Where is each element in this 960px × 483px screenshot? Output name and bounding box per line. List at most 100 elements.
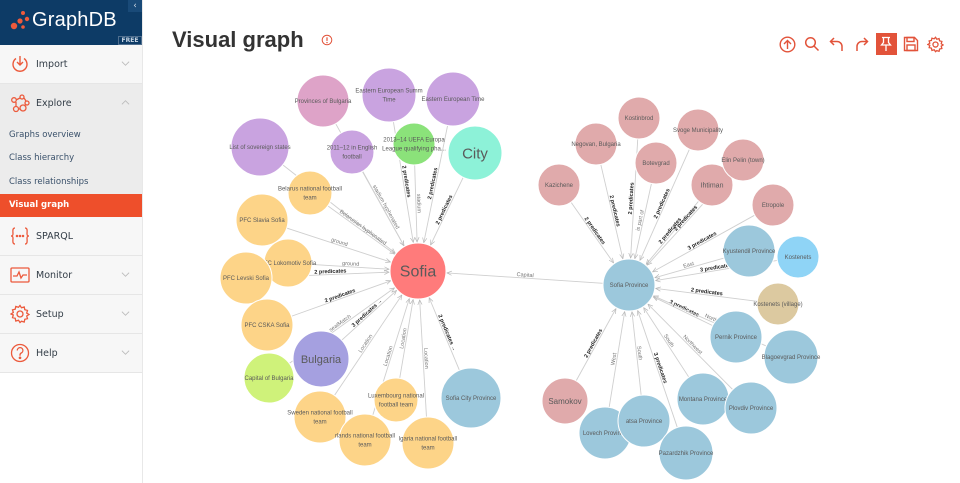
graph-node-blagoevgrad[interactable]: Blagoevgrad Province (762, 329, 821, 385)
graph-node-provinces-bg[interactable]: Provinces of Bulgaria (295, 74, 352, 128)
edge-label: 2 predicates (653, 188, 672, 220)
graph-edge[interactable]: South (632, 312, 643, 396)
graph-node-sofia-city-prov[interactable]: Sofia City Province (440, 367, 502, 429)
graph-node-kostenets-village[interactable]: Kostenets (village) (753, 282, 803, 326)
sidebar-item-monitor[interactable]: Monitor (0, 256, 142, 295)
graph-edge[interactable]: Location (420, 300, 429, 418)
graph-edge[interactable]: Location (399, 300, 413, 379)
graph-node-kyustendil[interactable]: Kyustendil Province (722, 224, 776, 278)
graph-node-kazichene[interactable]: Kazichene (537, 163, 581, 207)
graph-edge[interactable]: ground (311, 261, 389, 269)
graph-node-kostenets[interactable]: Kostenets (776, 235, 820, 279)
graph-edge[interactable]: ground (286, 227, 391, 262)
graph-edge[interactable]: 2 predicates (570, 201, 613, 263)
import-icon (10, 54, 30, 74)
graph-node-pernik[interactable]: Pernik Province (709, 310, 763, 364)
edge-label: 2 predicates (583, 328, 604, 359)
sidebar-subitem-graphs-overview[interactable]: Graphs overview (9, 129, 81, 140)
sidebar-item-explore[interactable]: Explore (0, 84, 142, 123)
graph-node-botevgrad[interactable]: Botevgrad (634, 141, 678, 185)
explore-icon (10, 93, 30, 114)
graph-edge[interactable]: 2 predicates (575, 309, 617, 382)
sidebar-subitem-class-hierarchy[interactable]: Class hierarchy (9, 153, 75, 164)
collapse-sidebar-button[interactable]: ‹ (128, 0, 142, 12)
graph-edge[interactable]: 2 predicates (291, 281, 390, 317)
node-label: Provinces of Bulgaria (295, 99, 352, 105)
graph-node-sofia[interactable]: Sofia (389, 242, 447, 300)
graph-edge[interactable]: 2 predicates (656, 287, 758, 302)
graph-edge[interactable]: Belarusian hyphenated (327, 205, 395, 254)
export-button[interactable] (775, 33, 800, 55)
edge-label: stadium (415, 194, 422, 214)
edge-label: 2 predicates (314, 268, 346, 275)
graph-node-svoge[interactable]: Svoge Municipality (673, 108, 723, 152)
redo-icon (856, 37, 869, 51)
sidebar-item-setup[interactable]: Setup (0, 295, 142, 334)
graph-edge[interactable]: stadium (414, 164, 422, 242)
edge-label: 2 predicates (427, 167, 439, 200)
graph-node-slavia[interactable]: PFC Slavia Sofia (235, 193, 289, 247)
graph-edge[interactable]: Capital (447, 272, 604, 284)
edge-label: 3 predicates → (351, 298, 384, 329)
sidebar-item-sparql[interactable]: SPARQL (0, 217, 142, 256)
sidebar-subitem-visual-graph[interactable]: Visual graph (0, 193, 142, 217)
graph-node-sovereign[interactable]: List of sovereign states (229, 117, 291, 177)
graph-node-levski[interactable]: PFC Levski Sofia (219, 251, 273, 305)
graph-node-negovan[interactable]: Negovan, Bulgaria (571, 122, 621, 166)
save-button[interactable] (899, 33, 924, 55)
sidebar-item-label: Help (36, 347, 58, 359)
graph-node-montana[interactable]: Montana Province (676, 372, 730, 426)
graph-node-etropole[interactable]: Etropole (751, 183, 795, 227)
node-label: Time (382, 98, 396, 104)
graph-edge[interactable]: West (608, 312, 625, 408)
node-label: Eastern European Time (421, 97, 485, 103)
node-label: football (342, 155, 361, 161)
graph-node-ihtiman[interactable]: Ihtiman (690, 163, 734, 207)
sidebar-subitem-class-relationships[interactable]: Class relationships (9, 176, 89, 187)
sidebar-item-help[interactable]: Help (0, 334, 142, 373)
graph-node-pazardzhik[interactable]: Pazardzhik Province (658, 425, 714, 481)
search-button[interactable] (800, 33, 825, 55)
graph-node-sofia-prov[interactable]: Sofia Province (602, 258, 656, 312)
graph-node-plovdiv[interactable]: Plovdiv Province (724, 381, 778, 435)
graph-node-elin-pelin[interactable]: Elin Pelin (town) (721, 138, 765, 182)
info-icon[interactable] (321, 34, 333, 46)
monitor-icon (10, 265, 30, 285)
graph-node-city[interactable]: City (447, 125, 503, 181)
graph-edge[interactable]: 3 predicates (653, 296, 713, 327)
node-label: PFC CSKA Sofia (244, 323, 290, 329)
graph-edge[interactable]: 2 predicates (600, 164, 623, 258)
graph-node-samokov[interactable]: Samokov (541, 377, 589, 425)
graph-edge[interactable]: 2 predicates → (429, 298, 460, 371)
edge-label: 2 predicates (435, 194, 454, 226)
graph-node-bulgaria[interactable]: Bulgaria (292, 330, 350, 388)
settings-button[interactable] (923, 33, 948, 55)
chevron-up-icon (121, 100, 130, 105)
graph-edge[interactable]: South (644, 308, 690, 378)
graph-edge[interactable]: is part of (635, 183, 652, 259)
graph-edge[interactable]: East (655, 257, 725, 278)
edge-label: 3 predicates (668, 299, 700, 318)
graph-node-capital-bg[interactable]: Capital of Bulgaria (243, 352, 295, 404)
graph-node-vratsa[interactable]: atsa Province (617, 394, 671, 448)
redo-button[interactable] (849, 33, 874, 55)
undo-button[interactable] (824, 33, 849, 55)
graph-node-kostinbrod[interactable]: Kostinbrod (617, 96, 661, 140)
pin-button[interactable] (875, 33, 897, 55)
sidebar-item-import[interactable]: Import (0, 45, 142, 84)
node-label: Botevgrad (642, 161, 669, 167)
chevron-down-icon (121, 350, 130, 355)
graph-node-cska[interactable]: PFC CSKA Sofia (240, 298, 294, 352)
node-label: team (313, 420, 326, 426)
graph-node-eet[interactable]: Eastern European Time (421, 71, 485, 127)
